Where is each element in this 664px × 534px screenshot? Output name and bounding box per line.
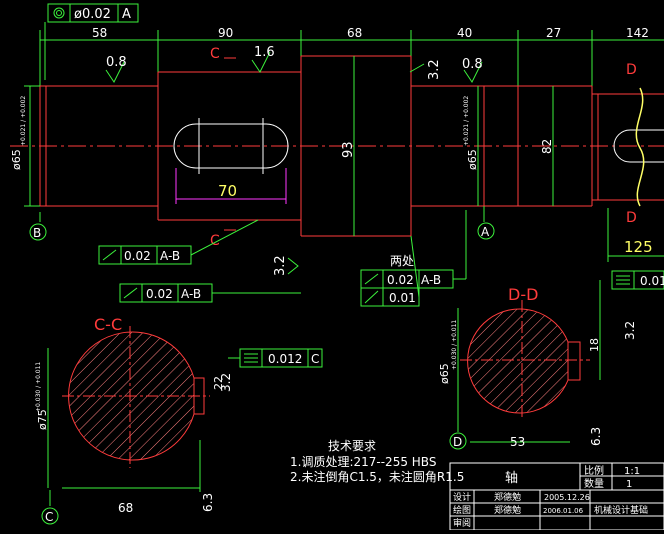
runout1-datum: A-B: [160, 249, 180, 263]
roughness-symbols: [105, 51, 483, 275]
dia-mid: ø65: [466, 149, 479, 170]
cc-sym-value: 0.012: [268, 352, 302, 366]
cc-width: 68: [118, 501, 133, 515]
tb-date-1: 2005.12.26: [544, 493, 590, 502]
cc-dia: ø75: [36, 409, 49, 430]
dim-90: 90: [218, 26, 233, 40]
keyway-slot-right: [613, 129, 664, 163]
cc-section: [47, 326, 210, 492]
keyway-length-dim: [175, 168, 287, 204]
rough-4: 0.8: [462, 57, 483, 72]
dim-125-line: [607, 208, 664, 262]
cc-dia-tol: +0.030 / +0.011: [35, 362, 42, 412]
cc-sym-frame: [228, 348, 323, 368]
rough-2: 1.6: [254, 45, 275, 60]
notes-line-2: 2.未注倒角C1.5，未注圆角R1.5: [290, 469, 464, 484]
dia-mid-tol: +0.021 / +0.002: [463, 96, 470, 146]
tb-scale-label: 比例: [584, 464, 604, 477]
rough-5: 3.2: [273, 255, 288, 276]
dd-section: [457, 280, 601, 443]
tb-design-label: 设计: [453, 491, 471, 503]
runout2-datum: A-B: [181, 287, 201, 301]
rough-dd-bottom: 6.3: [589, 427, 603, 446]
dim-58: 58: [92, 26, 107, 40]
tb-school: 机械设计基础: [594, 504, 648, 516]
datum-a-symbol: [477, 206, 495, 240]
dia-left-tol: +0.021 / +0.002: [20, 96, 27, 146]
dim-40: 40: [457, 26, 472, 40]
rough-3: 3.2: [427, 59, 442, 80]
tb-check-label: 审阅: [453, 517, 471, 529]
datum-c: C: [45, 510, 53, 524]
top-fcf-value: ø0.02: [74, 7, 111, 22]
dd-depth: 18: [588, 338, 601, 352]
section-c-markers: [224, 57, 236, 231]
section-d-top: D: [626, 62, 637, 78]
dim-93: 93: [341, 141, 356, 158]
dim-125: 125: [624, 238, 653, 256]
dim-142: 142: [626, 26, 649, 40]
runout2-value: 0.02: [146, 287, 173, 301]
tb-qty-value: 1: [626, 479, 632, 490]
tb-scale-value: 1:1: [624, 466, 640, 477]
dim-27: 27: [546, 26, 561, 40]
runout3-datum: A-B: [421, 273, 441, 287]
cc-depth: 22: [212, 376, 225, 390]
notes-line-1: 1.调质处理:217--255 HBS: [290, 455, 436, 469]
dd-sym-frame: [611, 270, 664, 290]
rough-dd: 3.2: [623, 321, 637, 340]
runout-frame-3: [360, 210, 467, 307]
datum-b: B: [33, 226, 41, 240]
datum-b-symbol: [29, 212, 47, 241]
tb-date-2: 2006.01.06: [543, 507, 584, 515]
dim-68: 68: [347, 26, 362, 40]
datum-c-symbol: [41, 490, 59, 525]
dd-sym-value: 0.01: [640, 274, 664, 288]
runout1-value: 0.02: [124, 249, 151, 263]
tb-qty-label: 数量: [584, 477, 604, 490]
runout-frame-2: [119, 283, 301, 303]
dd-dia: ø65: [438, 363, 451, 384]
top-fcf-datum: A: [122, 7, 131, 22]
rough-cc: 3.2: [219, 373, 233, 392]
dim-82: 82: [540, 139, 554, 154]
datum-d-symbol: [449, 426, 467, 450]
both-ends: 两处: [390, 254, 414, 268]
top-coaxiality-frame: [44, 3, 139, 80]
cyl-value: 0.01: [389, 291, 416, 305]
dd-title: D-D: [508, 285, 538, 304]
dd-dia-tol: +0.030 / +0.011: [451, 320, 458, 370]
dia-left: ø65: [10, 149, 23, 170]
cc-title: C-C: [94, 315, 122, 334]
tb-part-name: 轴: [505, 471, 518, 486]
tb-designer: 郑德勉: [494, 491, 521, 503]
section-c-top: C: [210, 46, 220, 62]
dim-70: 70: [218, 182, 237, 200]
notes-title: 技术要求: [328, 439, 376, 453]
vertical-dims: [24, 56, 554, 236]
datum-a: A: [481, 225, 490, 239]
break-line: [635, 87, 645, 207]
tb-drafter: 郑德勉: [494, 504, 521, 516]
datum-d: D: [453, 435, 462, 449]
keyway-slot: [173, 118, 289, 174]
section-c-bottom: C: [210, 233, 220, 249]
cc-sym-datum: C: [311, 352, 319, 366]
top-dimension-chain: [39, 30, 664, 86]
rough-cc-bottom: 6.3: [201, 493, 215, 512]
tb-draw-label: 绘图: [453, 504, 471, 516]
rough-1: 0.8: [106, 55, 127, 70]
runout3-value: 0.02: [387, 273, 414, 287]
dd-width: 53: [510, 435, 525, 449]
runout-frame-1: [98, 219, 259, 265]
section-d-bottom: D: [626, 210, 637, 226]
